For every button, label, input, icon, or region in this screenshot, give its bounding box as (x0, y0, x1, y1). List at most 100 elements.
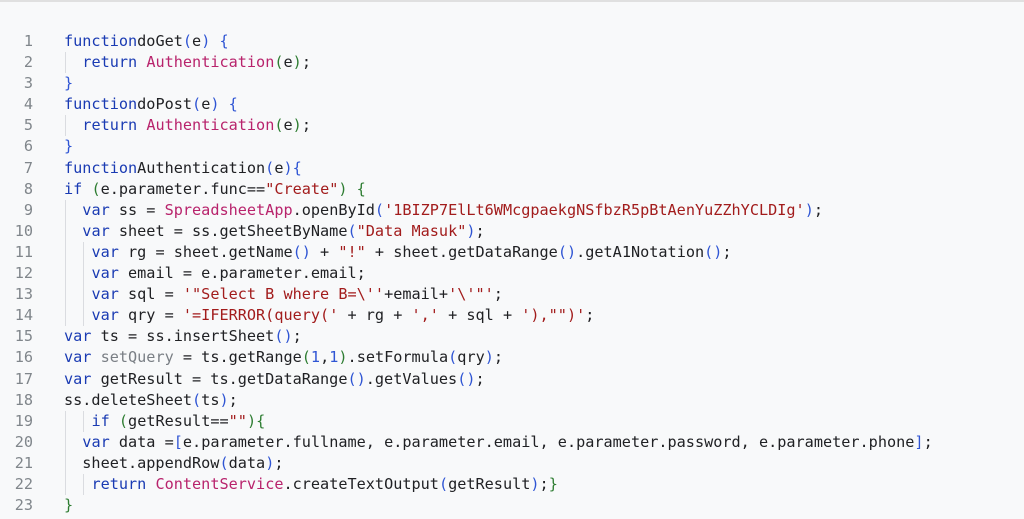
code-token: ; (539, 474, 549, 493)
code-token: Authentication (146, 53, 275, 72)
top-border (0, 0, 1024, 2)
code-token (64, 285, 91, 303)
code-token: () (292, 242, 311, 261)
code-line[interactable]: 14 var qry = '=IFERROR(query(' + rg + ',… (0, 305, 1024, 327)
code-text: var getResult = ts.getDataRange().getVal… (64, 369, 485, 390)
code-token: ts (201, 390, 220, 409)
code-token: rg = sheet.getName (118, 242, 293, 261)
code-text: return Authentication(e); (64, 52, 311, 73)
code-token: 1 (310, 348, 321, 367)
code-token (64, 116, 82, 134)
code-text: ss.deleteSheet(ts); (64, 390, 238, 411)
code-line[interactable]: 9 var ss = SpreadsheetApp.openById('1BIZ… (0, 199, 1024, 221)
code-token: + (310, 242, 339, 261)
line-number: 11 (14, 242, 33, 261)
code-token: () (557, 242, 577, 261)
code-token: ) (201, 32, 211, 50)
code-token: ; (301, 116, 311, 135)
code-line[interactable]: 6} (0, 136, 1024, 157)
code-token: { (292, 158, 302, 177)
code-token (64, 201, 82, 219)
indent-guide (65, 431, 66, 453)
code-token: ( (219, 453, 229, 472)
code-text: } (64, 73, 73, 94)
code-token (137, 116, 146, 134)
line-number: 18 (14, 390, 33, 409)
code-line[interactable]: 21 sheet.appendRow(data); (0, 452, 1024, 474)
code-line[interactable]: 23} (0, 495, 1024, 516)
code-line[interactable]: 13 var sql = '"Select B where B=\''+emai… (0, 284, 1024, 306)
code-token: ; (585, 306, 595, 325)
code-text: functionAuthentication(e){ (64, 158, 302, 179)
code-line[interactable]: 19 if (getResult==""){ (0, 410, 1024, 432)
line-number: 6 (23, 137, 33, 156)
line-number: 4 (23, 95, 33, 114)
code-token: + rg + (338, 306, 412, 325)
code-text: var ts = ss.insertSheet(); (64, 326, 302, 347)
code-token: ( (265, 158, 275, 177)
code-token: return (91, 474, 147, 493)
code-token: "Data Masuk" (356, 221, 467, 240)
code-token: .setFormula (347, 348, 449, 367)
code-line[interactable]: 17 var getResult = ts.getDataRange().getV… (0, 369, 1024, 390)
indent-guide (65, 452, 66, 474)
code-text: return Authentication(e); (64, 115, 311, 136)
code-line[interactable]: 12 var email = e.parameter.email; (0, 263, 1024, 285)
code-token: function (64, 158, 138, 177)
code-token: getResult (448, 474, 531, 493)
code-token: function (64, 95, 138, 114)
code-text: var ss = SpreadsheetApp.openById('1BIZP7… (64, 200, 823, 221)
code-token: ) (219, 390, 229, 409)
code-line[interactable]: 2 return Authentication(e); (0, 52, 1024, 74)
code-token: var (64, 369, 92, 388)
code-token: 1 (329, 348, 339, 367)
code-token: ; (923, 432, 933, 451)
code-token: } (548, 474, 558, 493)
code-token: e.parameter.fullname, e.parameter.email,… (182, 432, 915, 451)
code-token: + sheet.getDataRange (365, 242, 558, 261)
code-token: function (64, 32, 138, 50)
code-text: if (getResult==""){ (64, 411, 265, 432)
indent-guide (83, 241, 84, 264)
indent-guide (65, 410, 66, 432)
code-token: var (91, 285, 119, 304)
code-token: ; (228, 390, 238, 409)
code-line[interactable]: 5 return Authentication(e); (0, 115, 1024, 137)
code-token: var (82, 221, 110, 240)
code-token (110, 412, 119, 430)
code-line[interactable]: 3} (0, 73, 1024, 94)
indent-guide (65, 52, 66, 74)
line-number: 17 (14, 369, 33, 388)
code-token: ContentService (155, 474, 284, 493)
code-text: var rg = sheet.getName() + "!" + sheet.g… (64, 242, 731, 263)
code-token (64, 433, 82, 451)
code-line[interactable]: 10 var sheet = ss.getSheetByName("Data M… (0, 220, 1024, 242)
code-token: ) (484, 348, 494, 367)
code-token: email = e.parameter.email; (118, 264, 366, 283)
code-token: return (82, 53, 138, 72)
code-line[interactable]: 11 var rg = sheet.getName() + "!" + shee… (0, 241, 1024, 264)
code-token: e (201, 95, 211, 114)
code-line[interactable]: 20 var data =[e.parameter.fullname, e.pa… (0, 431, 1024, 453)
code-token (64, 306, 91, 324)
code-token: ( (182, 32, 193, 50)
code-token (91, 348, 100, 366)
code-line[interactable]: 18 ss.deleteSheet(ts); (0, 390, 1024, 411)
code-token: sheet = ss.getSheetByName (109, 221, 348, 240)
code-line[interactable]: 22 return ContentService.createTextOutpu… (0, 473, 1024, 496)
code-token: var (82, 200, 110, 219)
code-token: '=IFERROR(query(' (182, 306, 339, 325)
code-text: return ContentService.createTextOutput(g… (64, 474, 558, 495)
indent-guide (65, 284, 66, 306)
indent-guide (83, 305, 84, 327)
code-token: data = (109, 432, 174, 451)
code-token: var (91, 242, 119, 261)
code-token: getResult== (128, 411, 229, 430)
